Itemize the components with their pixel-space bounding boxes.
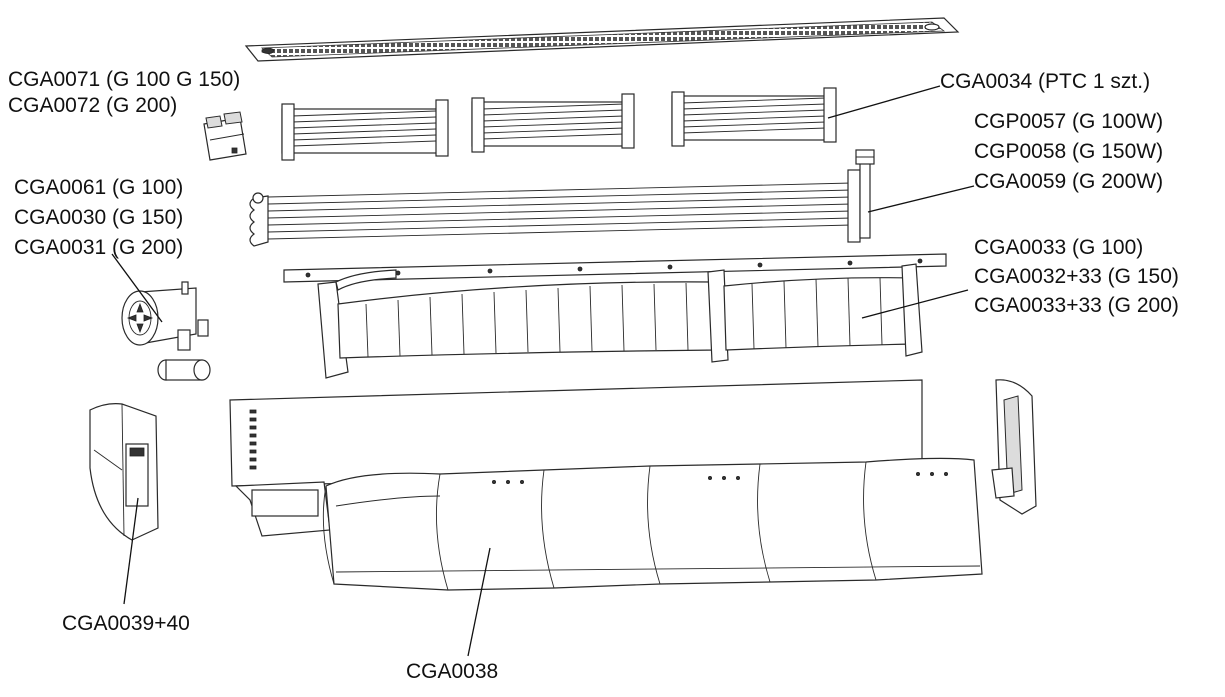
callout-cga0039-40: CGA0039+40: [62, 612, 190, 635]
callout-cga0059: CGA0059 (G 200W): [974, 170, 1163, 193]
ptc-heater-module-3: [671, 87, 837, 147]
callout-cga0032-33: CGA0032+33 (G 150): [974, 265, 1179, 288]
front-cover: [322, 457, 983, 591]
housing-back-panel: [229, 379, 923, 537]
leader-lines: [111, 85, 975, 657]
ptc-heater-module-1: [281, 99, 449, 161]
callout-cover: CGA0038: [406, 660, 498, 683]
callout-end-cap: CGA0039+40: [62, 612, 190, 635]
callout-cga0071: CGA0071 (G 100 G 150): [8, 68, 240, 91]
callout-cga0061: CGA0061 (G 100): [14, 176, 183, 199]
right-end-cap: [991, 379, 1037, 515]
ptc-heater-module-2: [471, 93, 635, 153]
callout-cga0030: CGA0030 (G 150): [14, 206, 183, 229]
callout-cga0033: CGA0033 (G 100): [974, 236, 1143, 259]
callout-connector: CGA0071 (G 100 G 150) CGA0072 (G 200): [8, 68, 240, 117]
callout-grille: CGA0034 (PTC 1 szt.): [940, 70, 1150, 93]
callout-cgp0057: CGP0057 (G 100W): [974, 110, 1163, 133]
callout-cga0033-33: CGA0033+33 (G 200): [974, 294, 1179, 317]
callout-fan: CGA0033 (G 100) CGA0032+33 (G 150) CGA00…: [974, 236, 1179, 317]
callout-motor: CGA0061 (G 100) CGA0030 (G 150) CGA0031 …: [14, 176, 183, 259]
fan-assembly: [283, 253, 947, 379]
callout-cga0038: CGA0038: [406, 660, 498, 683]
callout-heater: CGP0057 (G 100W) CGP0058 (G 150W) CGA005…: [974, 110, 1163, 193]
left-end-cap: [89, 403, 159, 541]
callout-cgp0058: CGP0058 (G 150W): [974, 140, 1163, 163]
connector-block: [203, 111, 247, 161]
water-heater-coil: [249, 149, 875, 247]
callout-cga0034: CGA0034 (PTC 1 szt.): [940, 70, 1150, 93]
top-grille: [244, 17, 960, 62]
fan-motor: [121, 281, 211, 381]
callout-cga0031: CGA0031 (G 200): [14, 236, 183, 259]
callout-cga0072: CGA0072 (G 200): [8, 94, 177, 117]
